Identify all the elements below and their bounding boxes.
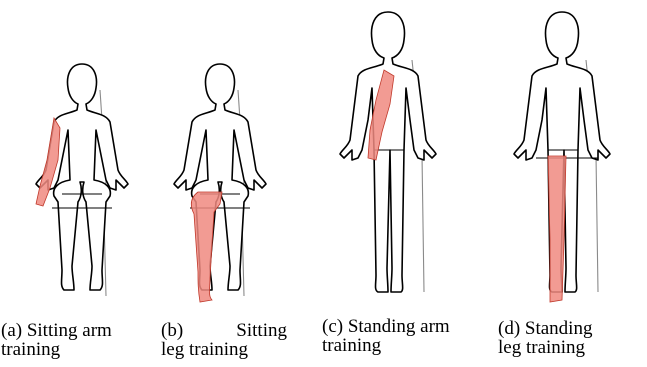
caption-line: leg training [161,340,287,359]
caption-line: (b) Sitting [161,321,287,340]
caption-a: (a) Sitting arm training [1,321,151,359]
caption-line: (a) Sitting arm [1,321,151,340]
caption-line: training [1,340,151,359]
caption-line: leg training [498,338,634,357]
caption-line: (d) Standing [498,319,634,338]
panel-sitting-arm [36,64,128,296]
panel-standing-leg [514,12,610,302]
panel-sitting-leg [174,64,266,302]
caption-line: training [322,336,482,355]
caption-d: (d) Standing leg training [498,319,634,357]
caption-c: (c) Standing arm training [322,317,482,355]
highlight-right-leg [548,156,566,302]
caption-b: (b) Sitting leg training [161,321,287,359]
caption-line: (c) Standing arm [322,317,482,336]
panel-standing-arm [340,12,436,292]
